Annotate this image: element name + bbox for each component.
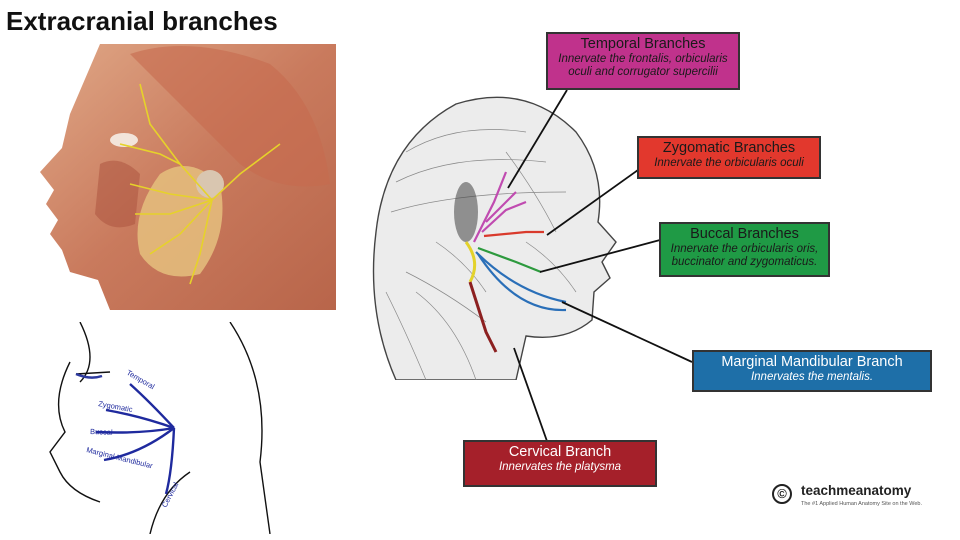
cervical-branch-desc: Innervates the platysma [498, 461, 622, 473]
zygomatic-branch-desc: Innervate the orbicularis oculi [654, 157, 804, 169]
marginal-mandibular-branch-desc: Innervates the mentalis. [750, 371, 874, 383]
zygomatic-branch-box: Zygomatic Branches Innervate the orbicul… [637, 136, 821, 179]
line-branch-diagram: Temporal Zygomatic Buccal Marginal Mandi… [49, 322, 271, 534]
temporal-branch-desc: Innervate the frontalis, orbicularis ocu… [558, 53, 728, 78]
engraving-head-illustration [372, 96, 617, 380]
buccal-branch-desc: Innervate the orbicularis oris, buccinat… [670, 243, 819, 268]
temporal-branch-title: Temporal Branches [580, 36, 706, 52]
cervical-branch-box: Cervical Branch Innervates the platysma [463, 440, 657, 487]
logo-tagline: The #1 Applied Human Anatomy Site on the… [801, 501, 922, 507]
buccal-branch-title: Buccal Branches [690, 226, 799, 242]
slide-title: Extracranial branches [6, 6, 278, 36]
copyright-icon: © [772, 484, 792, 504]
zygomatic-branch-title: Zygomatic Branches [662, 140, 796, 156]
marginal-mandibular-branch-title: Marginal Mandibular Branch [721, 354, 903, 370]
anatomical-head-illustration [40, 44, 336, 310]
logo-name: teachmeanatomy [801, 483, 912, 498]
temporal-branch-box: Temporal Branches Innervate the frontali… [546, 32, 740, 90]
buccal-branch-box: Buccal Branches Innervate the orbiculari… [659, 222, 830, 277]
teachmeanatomy-logo: © teachmeanatomy The #1 Applied Human An… [772, 483, 942, 513]
marginal-mandibular-branch-box: Marginal Mandibular Branch Innervates th… [692, 350, 932, 392]
cervical-branch-title: Cervical Branch [508, 444, 612, 460]
line-label-buccal: Buccal [90, 427, 113, 437]
